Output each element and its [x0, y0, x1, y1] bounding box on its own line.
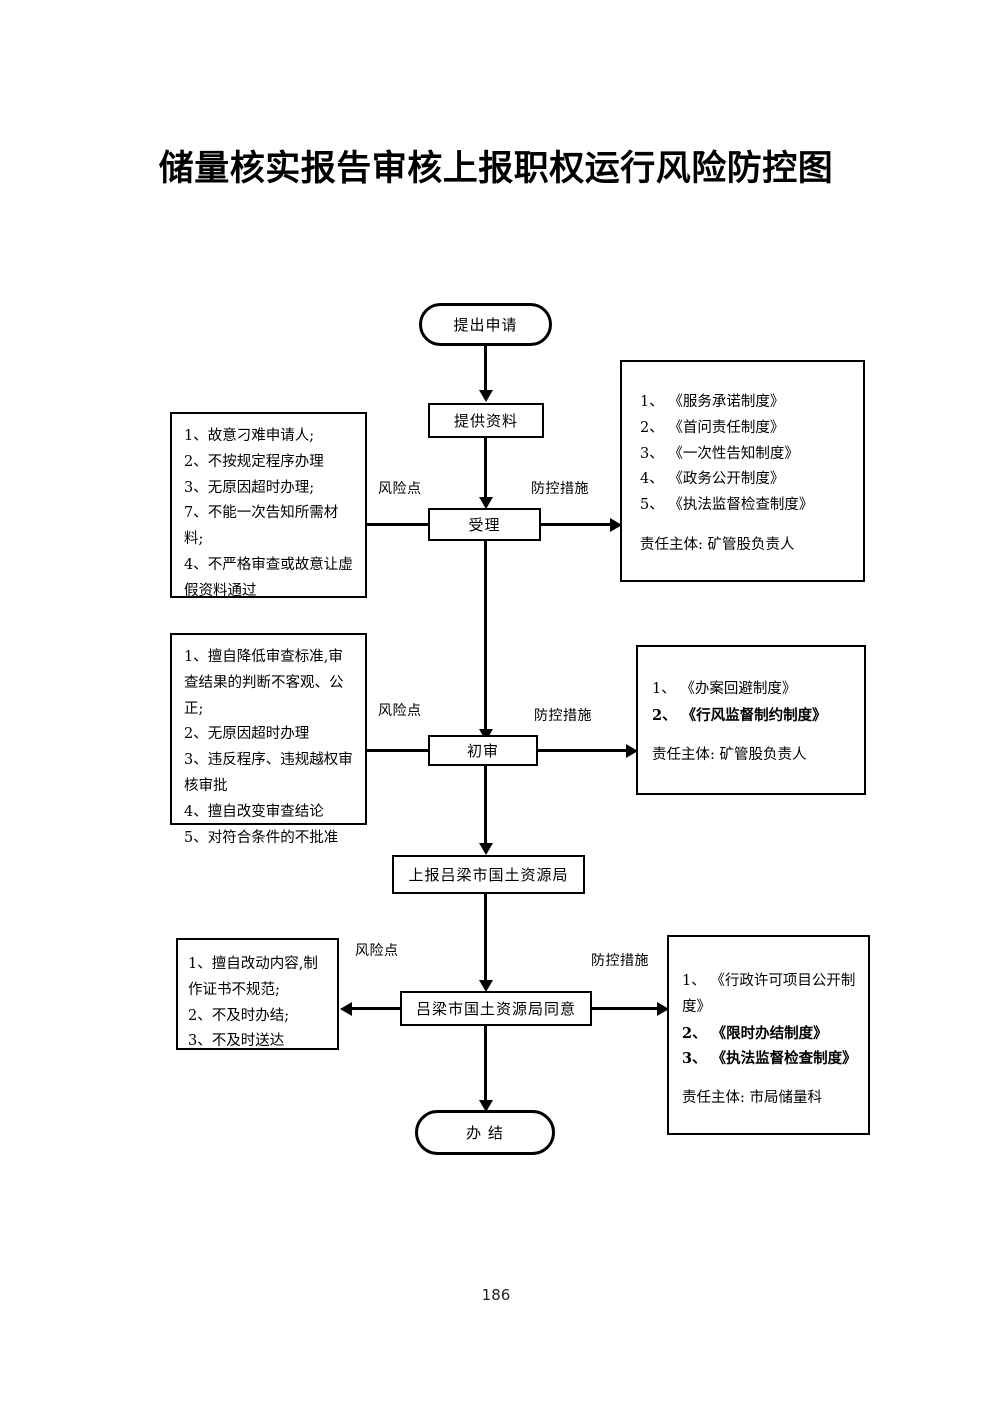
risk-panel-accept-line-4: 7、不能一次告知所需材料;: [184, 505, 339, 548]
risk-point-label-2: 风险点: [378, 703, 422, 719]
risk-panel-accept-line-2: 2、不按规定程序办理: [184, 453, 324, 470]
control-panel-approve-item-2: 2、 《限时办结制度》: [682, 1024, 828, 1042]
connector-apply-to-materials: [484, 346, 487, 391]
arrow-approve-to-control-3: [657, 1001, 669, 1016]
control-measures-label-2: 防控措施: [534, 708, 592, 724]
flow-node-apply-label: 提出申请: [453, 316, 518, 334]
risk-panel-review-line-2: 2、无原因超时办理: [184, 726, 310, 743]
risk-panel-review-line-3: 3、违反程序、违规越权审核审批: [184, 752, 353, 794]
flow-node-accept[interactable]: 受理: [428, 508, 541, 541]
control-panel-review: 1、 《办案回避制度》 2、 《行风监督制约制度》 责任主体: 矿管股负责人: [636, 645, 866, 795]
connector-accept-to-control-1: [539, 523, 613, 526]
flow-node-review[interactable]: 初审: [428, 735, 538, 766]
control-measures-label-3: 防控措施: [591, 953, 649, 969]
arrow-apply-to-materials: [478, 390, 493, 402]
connector-approve-to-control-3: [590, 1007, 660, 1010]
connector-materials-to-accept: [484, 438, 487, 498]
risk-panel-approve: 1、擅自改动内容,制作证书不规范; 2、不及时办结; 3、不及时送达: [176, 938, 339, 1050]
risk-panel-review-line-4: 4、擅自改变审查结论: [184, 803, 324, 820]
control-panel-approve: 1、 《行政许可项目公开制度》 2、 《限时办结制度》 3、 《执法监督检查制度…: [667, 935, 870, 1135]
risk-panel-approve-line-1: 1、擅自改动内容,制作证书不规范;: [188, 956, 318, 998]
control-panel-approve-owner: 责任主体: 市局储量科: [682, 1090, 822, 1107]
arrow-approve-to-risk-3: [340, 1001, 352, 1016]
connector-review-to-control-2: [536, 749, 629, 752]
flow-node-accept-label: 受理: [468, 516, 501, 534]
connector-accept-to-risk-1: [352, 523, 430, 526]
control-panel-approve-item-1: 1、 《行政许可项目公开制度》: [682, 973, 856, 1015]
flow-node-complete[interactable]: 办 结: [415, 1110, 555, 1155]
risk-panel-approve-line-3: 3、不及时送达: [188, 1033, 285, 1050]
arrow-review-to-report: [478, 843, 493, 855]
page-number: 186: [481, 1286, 511, 1304]
risk-panel-accept-line-1: 1、故意刁难申请人;: [184, 428, 315, 444]
connector-review-to-risk-2: [363, 749, 431, 752]
control-panel-accept-item-3: 3、 《一次性告知制度》: [640, 445, 799, 462]
arrow-review-to-control-2: [626, 743, 638, 758]
flow-node-approve[interactable]: 吕梁市国土资源局同意: [400, 991, 592, 1026]
risk-point-label-3: 风险点: [355, 943, 399, 959]
connector-approve-to-risk-3: [352, 1007, 402, 1010]
flow-node-report[interactable]: 上报吕梁市国土资源局: [392, 855, 585, 894]
connector-approve-to-complete: [484, 1026, 487, 1104]
arrow-accept-to-control-1: [610, 517, 622, 532]
risk-panel-review-line-1: 1、擅自降低审查标准,审查结果的判断不客观、公正;: [184, 649, 344, 717]
arrow-report-to-approve: [478, 980, 493, 992]
risk-panel-accept-line-5: 4、不严格审查或故意让虚假资料通过: [184, 556, 353, 599]
control-panel-accept-item-1: 1、 《服务承诺制度》: [640, 394, 785, 410]
flow-node-materials[interactable]: 提供资料: [428, 403, 544, 438]
risk-panel-review: 1、擅自降低审查标准,审查结果的判断不客观、公正; 2、无原因超时办理 3、违反…: [170, 633, 367, 846]
flow-node-report-label: 上报吕梁市国土资源局: [408, 866, 569, 884]
risk-panel-review-line-5: 5、对符合条件的不批准: [184, 829, 339, 846]
connector-accept-to-review: [484, 541, 487, 731]
flow-node-materials-label: 提供资料: [453, 412, 518, 430]
arrow-approve-to-complete: [478, 1100, 493, 1112]
control-measures-label-1: 防控措施: [531, 481, 589, 497]
connector-review-to-report: [484, 766, 487, 845]
control-panel-accept-item-5: 5、 《执法监督检查制度》: [640, 497, 814, 514]
arrow-materials-to-accept: [478, 497, 493, 509]
flow-node-apply[interactable]: 提出申请: [419, 303, 552, 346]
control-panel-accept-item-2: 2、 《首问责任制度》: [640, 419, 785, 436]
risk-panel-accept: 1、故意刁难申请人; 2、不按规定程序办理 3、无原因超时办理; 7、不能一次告…: [170, 412, 367, 599]
flow-node-complete-label: 办 结: [466, 1124, 504, 1142]
risk-point-label-1: 风险点: [378, 481, 422, 497]
control-panel-accept-owner: 责任主体: 矿管股负责人: [640, 536, 795, 553]
flow-node-approve-label: 吕梁市国土资源局同意: [415, 1000, 576, 1018]
control-panel-review-owner: 责任主体: 矿管股负责人: [652, 746, 807, 763]
control-panel-approve-item-3: 3、 《执法监督检查制度》: [682, 1050, 857, 1068]
control-panel-review-item-2: 2、 《行风监督制约制度》: [652, 706, 827, 724]
flow-node-review-label: 初审: [466, 742, 499, 760]
control-panel-review-item-1: 1、 《办案回避制度》: [652, 681, 797, 697]
control-panel-accept-item-4: 4、 《政务公开制度》: [640, 471, 785, 488]
connector-report-to-approve: [484, 894, 487, 982]
control-panel-accept: 1、 《服务承诺制度》 2、 《首问责任制度》 3、 《一次性告知制度》 4、 …: [620, 360, 865, 582]
page-title: 储量核实报告审核上报职权运行风险防控图: [158, 148, 834, 189]
risk-panel-approve-line-2: 2、不及时办结;: [188, 1007, 290, 1024]
risk-panel-accept-line-3: 3、无原因超时办理;: [184, 479, 315, 496]
